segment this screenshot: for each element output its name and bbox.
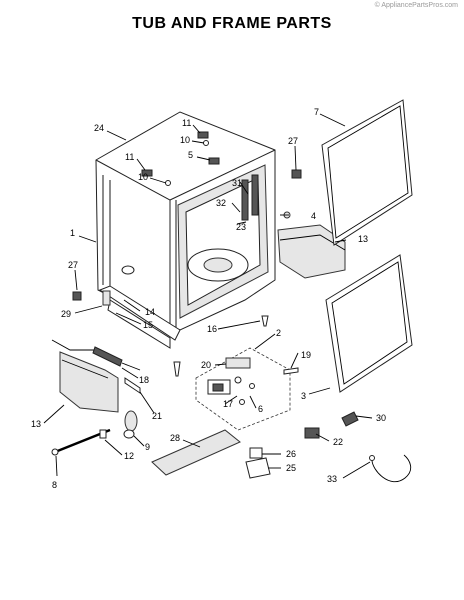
callout-5: 5 <box>188 150 193 160</box>
callout-21: 21 <box>152 411 162 421</box>
callout-15: 15 <box>143 320 153 330</box>
callout-13-left: 13 <box>31 419 41 429</box>
callout-12: 12 <box>124 451 134 461</box>
callout-23: 23 <box>236 222 246 232</box>
hinge-brackets <box>141 131 220 186</box>
leader-lines <box>43 113 373 479</box>
callout-10-top: 10 <box>180 135 190 145</box>
part-22 <box>304 427 320 439</box>
vent-assembly-2 <box>195 347 291 431</box>
screw-16b <box>173 361 181 377</box>
plate-28 <box>151 429 241 476</box>
callout-3: 3 <box>301 391 306 401</box>
callout-4: 4 <box>311 211 316 221</box>
callout-2: 2 <box>276 328 281 338</box>
callout-7: 7 <box>314 107 319 117</box>
callout-28: 28 <box>170 433 180 443</box>
callout-33: 33 <box>327 474 337 484</box>
callout-16: 16 <box>207 324 217 334</box>
bracket-25 <box>245 457 271 479</box>
callout-13-right: 13 <box>358 234 368 244</box>
callout-20: 20 <box>201 360 211 370</box>
callout-32: 32 <box>216 198 226 208</box>
callout-9: 9 <box>145 442 150 452</box>
clip-27-left <box>72 291 82 301</box>
screw-16 <box>261 315 269 327</box>
tub-assembly <box>95 111 276 332</box>
callout-8: 8 <box>52 480 57 490</box>
callout-10-left: 10 <box>138 172 148 182</box>
gasket-7 <box>321 99 413 246</box>
wire-33 <box>371 454 412 483</box>
clip-27-right <box>291 169 302 179</box>
callout-18: 18 <box>139 375 149 385</box>
gasket-3 <box>325 254 413 393</box>
callout-1: 1 <box>70 228 75 238</box>
callout-27-left: 27 <box>68 260 78 270</box>
callout-19: 19 <box>301 350 311 360</box>
base-frame <box>98 285 181 349</box>
callout-labels: 24 11 10 11 10 5 7 27 31 32 23 4 13 1 27… <box>31 107 386 490</box>
screw-12 <box>99 429 107 439</box>
part-26 <box>249 447 263 459</box>
callout-29: 29 <box>61 309 71 319</box>
callout-11-left: 11 <box>125 152 134 162</box>
callout-26: 26 <box>286 449 296 459</box>
callout-27-right: 27 <box>288 136 298 146</box>
part-9-top <box>124 410 138 432</box>
callout-6: 6 <box>258 404 263 414</box>
part-9-bottom <box>123 429 135 439</box>
part-30 <box>341 411 359 427</box>
part-21 <box>124 377 141 394</box>
callout-11-top: 11 <box>182 118 191 128</box>
watermark: © AppliancePartsPros.com <box>374 2 458 9</box>
wire-harness-18 <box>51 339 141 371</box>
callout-17: 17 <box>223 399 233 409</box>
callout-25: 25 <box>286 463 296 473</box>
callout-24: 24 <box>94 123 104 133</box>
screw-19 <box>283 367 299 375</box>
insulation-13-left <box>59 351 119 413</box>
callout-14: 14 <box>145 307 155 317</box>
page-title: TUB AND FRAME PARTS <box>132 15 332 32</box>
part-8 <box>51 448 59 456</box>
callout-31: 31 <box>232 178 242 188</box>
callout-30: 30 <box>376 413 386 423</box>
callout-22: 22 <box>333 437 343 447</box>
